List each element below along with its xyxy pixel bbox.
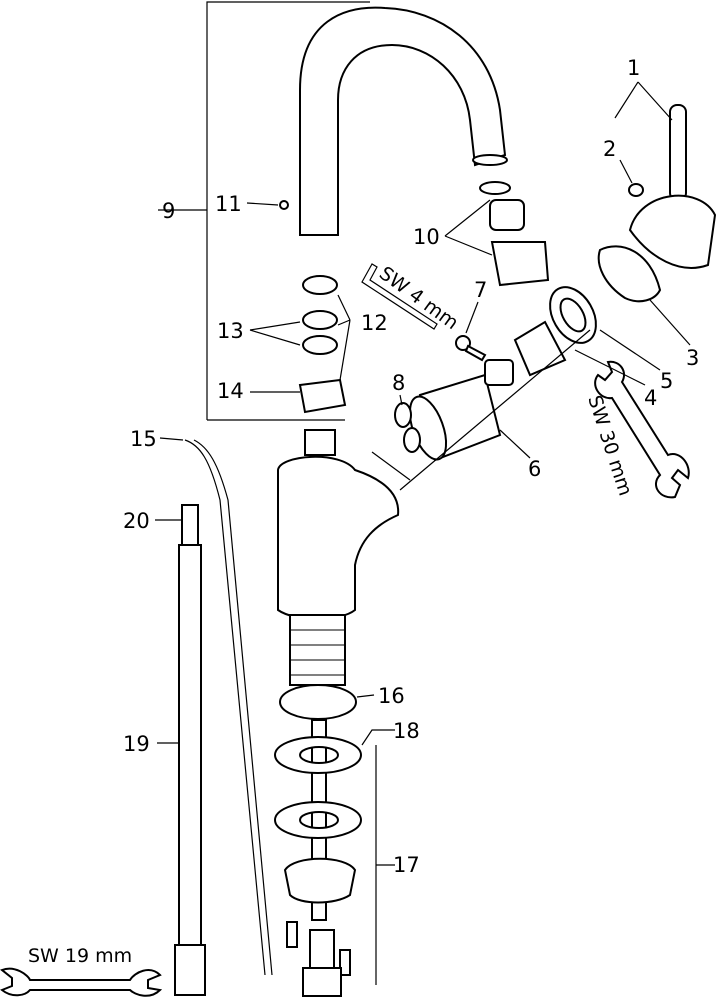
part-label-18: 18 (393, 719, 420, 743)
hose-15-edge (193, 439, 273, 976)
part-label-8: 8 (392, 371, 405, 395)
part-label-7: 7 (474, 278, 487, 302)
part-label-3: 3 (686, 346, 699, 370)
part-label-6: 6 (528, 457, 541, 481)
spout (299, 6, 508, 236)
part-label-4: 4 (644, 386, 657, 410)
tool-label-sw4: SW 4 mm (375, 262, 462, 334)
aerator-parts (479, 181, 550, 287)
handle-lever (628, 104, 717, 269)
flex-hose-19 (174, 504, 206, 996)
hose-15 (184, 439, 266, 976)
leader-lines (155, 81, 691, 985)
part-label-15: 15 (130, 427, 157, 451)
part-label-9: 9 (162, 199, 175, 223)
part-label-11: 11 (215, 192, 242, 216)
part-label-5: 5 (660, 369, 673, 393)
hex-key-icon (361, 263, 438, 330)
washers-18 (273, 736, 363, 904)
seals-8 (371, 402, 421, 481)
part-label-13: 13 (217, 319, 244, 343)
part-label-19: 19 (123, 732, 150, 756)
part-label-12: 12 (361, 311, 388, 335)
part-label-16: 16 (378, 684, 405, 708)
screw-11 (279, 200, 289, 210)
part-label-20: 20 (123, 509, 150, 533)
tool-label-sw19: SW 19 mm (28, 945, 132, 967)
o-ring-16 (279, 684, 357, 720)
wrench-19-icon (0, 967, 163, 997)
screw-7 (455, 335, 487, 362)
part-label-17: 17 (393, 853, 420, 877)
mixer-body (277, 429, 400, 686)
group-bracket-9 (206, 1, 370, 420)
cover-rings (513, 245, 662, 377)
part-label-10: 10 (413, 225, 440, 249)
part-label-2: 2 (603, 137, 616, 161)
seal-rings (298, 275, 347, 414)
wrench-30-icon (594, 360, 690, 499)
bottom-fittings (286, 921, 351, 997)
part-label-1: 1 (627, 56, 640, 80)
part-label-14: 14 (217, 379, 244, 403)
cartridge (408, 359, 514, 462)
